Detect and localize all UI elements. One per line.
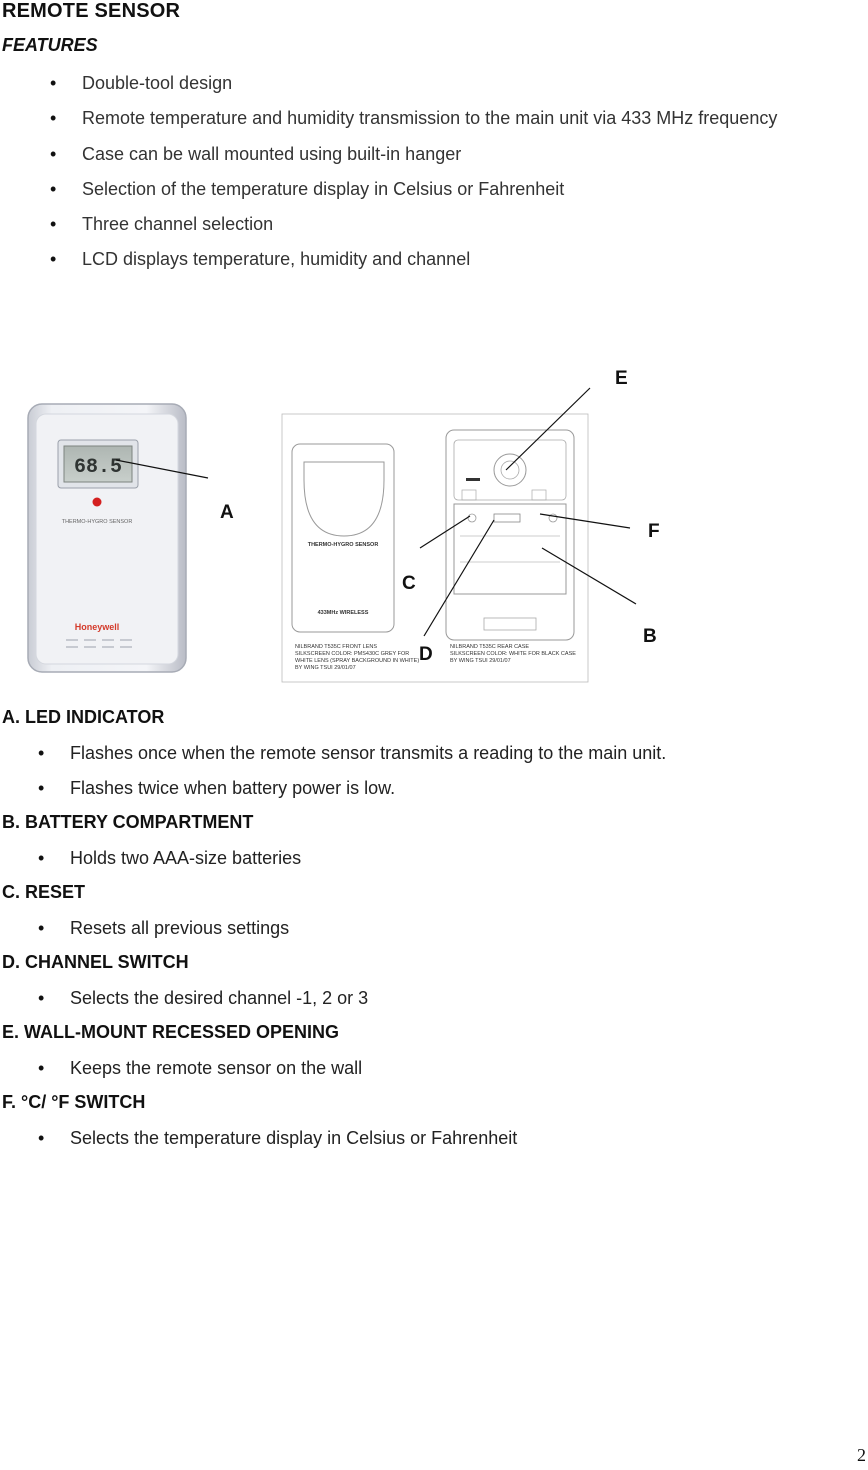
- section-item: Flashes twice when battery power is low.: [0, 773, 868, 808]
- feature-item: LCD displays temperature, humidity and c…: [0, 242, 777, 277]
- leader-lines: [115, 387, 637, 637]
- rear-note-line: NILBRAND T535C REAR CASE: [450, 644, 529, 650]
- section-heading: A. LED INDICATOR: [2, 707, 165, 727]
- section-item: Selects the temperature display in Celsi…: [0, 1123, 868, 1158]
- battery-compartment: [453, 503, 567, 595]
- front-case-label: THERMO-HYGRO SENSOR: [308, 542, 379, 548]
- leader-line-e: [505, 387, 591, 471]
- rear-case-outline: [445, 429, 575, 641]
- leader-line-a: [115, 459, 209, 479]
- section-item: Selects the desired channel -1, 2 or 3: [0, 983, 868, 1018]
- feature-item: Selection of the temperature display in …: [0, 172, 777, 207]
- component-descriptions: A. LED INDICATOR Flashes once when the r…: [0, 703, 868, 1158]
- section-heading: B. BATTERY COMPARTMENT: [2, 812, 254, 832]
- led-indicator: [92, 497, 102, 507]
- section-heading: C. RESET: [2, 882, 86, 902]
- front-note-line: SILKSCREEN COLOR: PMS430C GREY FOR: [295, 651, 409, 657]
- sensor-photo: 68.5 THERMO-HYGRO SENSOR Honeywell: [27, 403, 187, 673]
- feature-item: Case can be wall mounted using built-in …: [0, 137, 777, 172]
- callout-e: E: [615, 368, 628, 389]
- section-list: Keeps the remote sensor on the wall: [0, 1053, 868, 1088]
- page-number: 2: [857, 1445, 866, 1465]
- page-title: REMOTE SENSOR: [2, 0, 181, 22]
- leader-line-c: [419, 515, 471, 549]
- callout-c: C: [402, 573, 416, 594]
- leader-line-b: [541, 547, 637, 605]
- feature-item: Three channel selection: [0, 207, 777, 242]
- callout-b: B: [643, 626, 657, 647]
- leader-line-f: [539, 513, 631, 529]
- front-case-outline: [291, 443, 395, 633]
- section-list: Selects the temperature display in Celsi…: [0, 1123, 868, 1158]
- wall-mount-opening: [493, 453, 527, 487]
- wireless-label: 433MHz WIRELESS: [318, 610, 369, 616]
- section-item: Keeps the remote sensor on the wall: [0, 1053, 868, 1088]
- section-list: Holds two AAA-size batteries: [0, 843, 868, 878]
- section-heading: E. WALL-MOUNT RECESSED OPENING: [2, 1022, 340, 1042]
- front-note-line: WHITE LENS (SPRAY BACKGROUND IN WHITE): [295, 658, 419, 664]
- section-list: Flashes once when the remote sensor tran…: [0, 738, 868, 808]
- feature-item: Double-tool design: [0, 66, 777, 101]
- callout-f: F: [648, 521, 660, 542]
- callout-a: A: [220, 502, 234, 523]
- callout-d: D: [419, 644, 433, 665]
- feature-item: Remote temperature and humidity transmis…: [0, 101, 777, 136]
- section-list: Selects the desired channel -1, 2 or 3: [0, 983, 868, 1018]
- leader-line-d: [423, 519, 495, 637]
- front-window-outline: [303, 461, 385, 537]
- section-heading: D. CHANNEL SWITCH: [2, 952, 189, 972]
- brand-logo: Honeywell: [75, 622, 120, 632]
- features-list: Double-tool design Remote temperature an…: [0, 66, 777, 278]
- lcd-readout: 68.5: [74, 456, 122, 479]
- rear-note-line: BY WING TSUI 29/01/07: [450, 658, 511, 664]
- section-item: Holds two AAA-size batteries: [0, 843, 868, 878]
- sensor-diagram: 68.5 THERMO-HYGRO SENSOR Honeywell THERM…: [27, 368, 660, 683]
- section-list: Resets all previous settings: [0, 913, 868, 948]
- front-note-line: BY WING TSUI 29/01/07: [295, 665, 356, 671]
- section-item: Flashes once when the remote sensor tran…: [0, 738, 868, 773]
- section-item: Resets all previous settings: [0, 913, 868, 948]
- section-heading: F. °C/ °F SWITCH: [2, 1092, 146, 1112]
- technical-drawing: THERMO-HYGRO SENSOR 433MHz WIRELESS NILB…: [281, 413, 589, 683]
- features-heading: FEATURES: [2, 35, 98, 55]
- front-note-line: NILBRAND T535C FRONT LENS: [295, 644, 377, 650]
- photo-front-label: THERMO-HYGRO SENSOR: [62, 519, 133, 525]
- rear-note-line: SILKSCREEN COLOR: WHITE FOR BLACK CASE: [450, 651, 576, 657]
